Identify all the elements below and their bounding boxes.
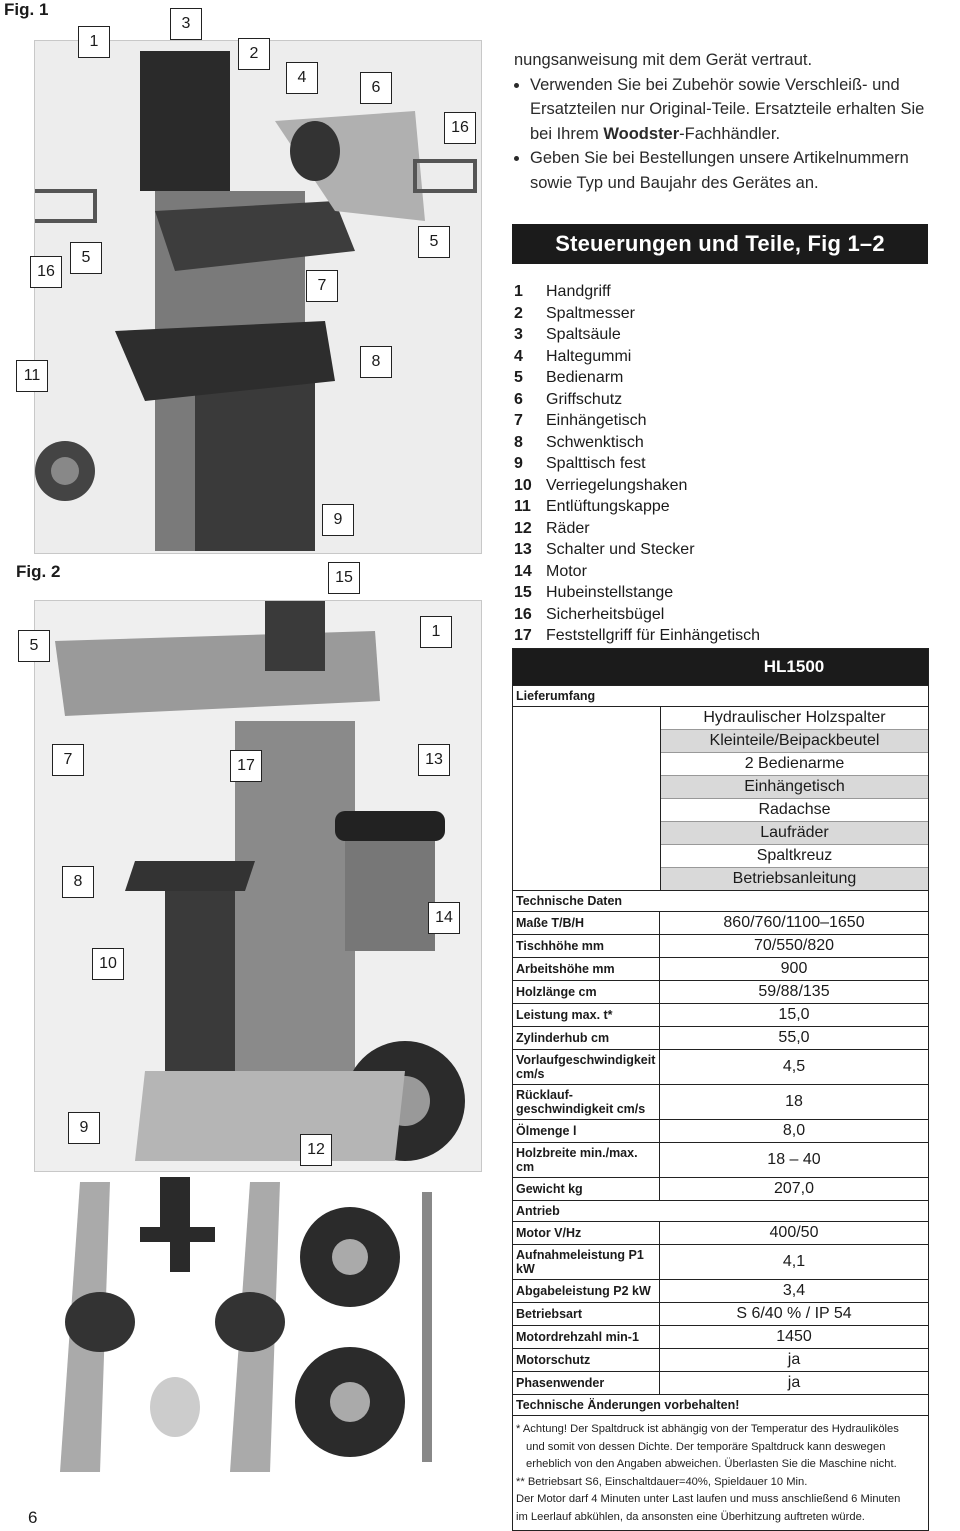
callout: 8 (62, 866, 94, 898)
model-header: HL1500 (513, 649, 928, 685)
callout: 16 (30, 256, 62, 288)
callout: 8 (360, 346, 392, 378)
scope-item: Kleinteile/Beipackbeutel (661, 730, 928, 753)
intro-text: nungsanweisung mit dem Gerät vertraut. V… (514, 48, 934, 195)
scope-block: Hydraulischer Holzspalter Kleinteile/Bei… (513, 706, 928, 890)
callout: 11 (16, 360, 48, 392)
fig2-label: Fig. 2 (16, 562, 61, 581)
callout: 10 (92, 948, 124, 980)
callout: 4 (286, 62, 318, 94)
callout: 5 (18, 630, 50, 662)
scope-item: Betriebsanleitung (661, 868, 928, 890)
fig1-label: Fig. 1 (4, 0, 49, 19)
callout: 7 (52, 744, 84, 776)
callout: 12 (300, 1134, 332, 1166)
callout: 7 (306, 270, 338, 302)
page-number: 6 (28, 1508, 38, 1527)
spec-table: HL1500 Lieferumfang Hydraulischer Holzsp… (512, 648, 929, 1531)
callout: 17 (230, 750, 262, 782)
callout: 9 (322, 504, 354, 536)
callout: 13 (418, 744, 450, 776)
callout: 2 (238, 38, 270, 70)
accessories-photo (40, 1172, 460, 1488)
intro-line: nungsanweisung mit dem Gerät vertraut. (514, 51, 813, 69)
intro-bullet: Geben Sie bei Bestellungen unsere Artike… (530, 146, 934, 195)
callout: 1 (78, 26, 110, 58)
callout: 5 (70, 242, 102, 274)
callout: 5 (418, 226, 450, 258)
scope-item: Spaltkreuz (661, 845, 928, 868)
scope-item: 2 Bedienarme (661, 753, 928, 776)
callout: 1 (420, 616, 452, 648)
fig1-photo (34, 40, 482, 554)
callout: 15 (328, 562, 360, 594)
callout: 6 (360, 72, 392, 104)
intro-bullet: Verwenden Sie bei Zubehör sowie Verschle… (530, 73, 934, 147)
tech-label: Technische Daten (516, 894, 623, 908)
callout: 3 (170, 8, 202, 40)
callout: 9 (68, 1112, 100, 1144)
fig2-photo (34, 600, 482, 1172)
scope-item: Einhängetisch (661, 776, 928, 799)
brand-name: Woodster (603, 124, 680, 143)
scope-item: Hydraulischer Holzspalter (661, 707, 928, 730)
drive-label: Antrieb (516, 1204, 560, 1218)
callout: 14 (428, 902, 460, 934)
callout: 16 (444, 112, 476, 144)
footnotes: * Achtung! Der Spaltdruck ist abhängig v… (513, 1415, 928, 1530)
changes-note: Technische Änderungen vorbehalten! (516, 1398, 740, 1412)
spec-row: Leistung max. t*15,0 (513, 1003, 928, 1026)
scope-label: Lieferumfang (516, 689, 596, 703)
scope-item: Radachse (661, 799, 928, 822)
section-title: Steuerungen und Teile, Fig 1–2 (512, 224, 928, 264)
scope-item: Laufräder (661, 822, 928, 845)
